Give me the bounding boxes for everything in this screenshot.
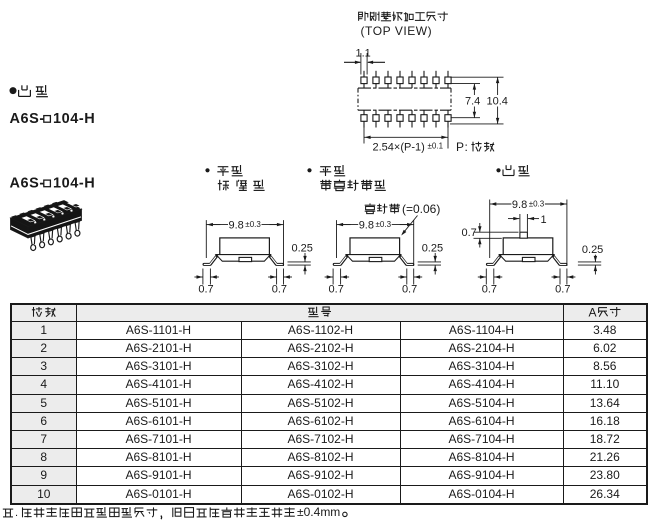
svg-text:0.7: 0.7 — [402, 284, 417, 296]
svg-text:1.1: 1.1 — [356, 48, 371, 60]
svg-text:A6S-: A6S- — [10, 111, 45, 127]
svg-text:0.25: 0.25 — [582, 244, 603, 256]
svg-text:0.7: 0.7 — [272, 284, 287, 296]
svg-text:A: A — [589, 305, 597, 319]
svg-text:(TOP VIEW): (TOP VIEW) — [361, 24, 433, 38]
svg-text:0.25: 0.25 — [422, 243, 443, 255]
svg-text:.: . — [15, 507, 18, 519]
svg-text:±0.3: ±0.3 — [245, 220, 261, 229]
svg-text:±0.3: ±0.3 — [376, 220, 392, 229]
svg-text:A6S-: A6S- — [10, 176, 45, 192]
svg-text:10.4: 10.4 — [487, 95, 508, 107]
svg-text:104-H: 104-H — [53, 176, 95, 192]
svg-text:9.8: 9.8 — [229, 220, 244, 232]
svg-text:0.7: 0.7 — [482, 284, 497, 296]
svg-text:P: P — [456, 140, 464, 154]
svg-text:±0.1: ±0.1 — [428, 142, 444, 151]
svg-text:0.25: 0.25 — [292, 243, 313, 255]
svg-text:0.7: 0.7 — [329, 284, 344, 296]
svg-text:±0.4mm: ±0.4mm — [297, 505, 340, 519]
svg-text:±0.3: ±0.3 — [529, 200, 545, 209]
svg-text:7.4: 7.4 — [465, 95, 480, 107]
svg-text:(=0.06): (=0.06) — [402, 202, 440, 216]
svg-text:1: 1 — [541, 214, 547, 226]
svg-text::: : — [465, 140, 468, 154]
svg-text:104-H: 104-H — [53, 111, 95, 127]
svg-text:0.7: 0.7 — [198, 284, 213, 296]
svg-text:0.7: 0.7 — [462, 227, 477, 239]
svg-text:9.8: 9.8 — [359, 220, 374, 232]
svg-text:9.8: 9.8 — [512, 199, 527, 211]
svg-text:0.7: 0.7 — [555, 284, 570, 296]
svg-text:2.54×(P-1): 2.54×(P-1) — [373, 142, 425, 154]
